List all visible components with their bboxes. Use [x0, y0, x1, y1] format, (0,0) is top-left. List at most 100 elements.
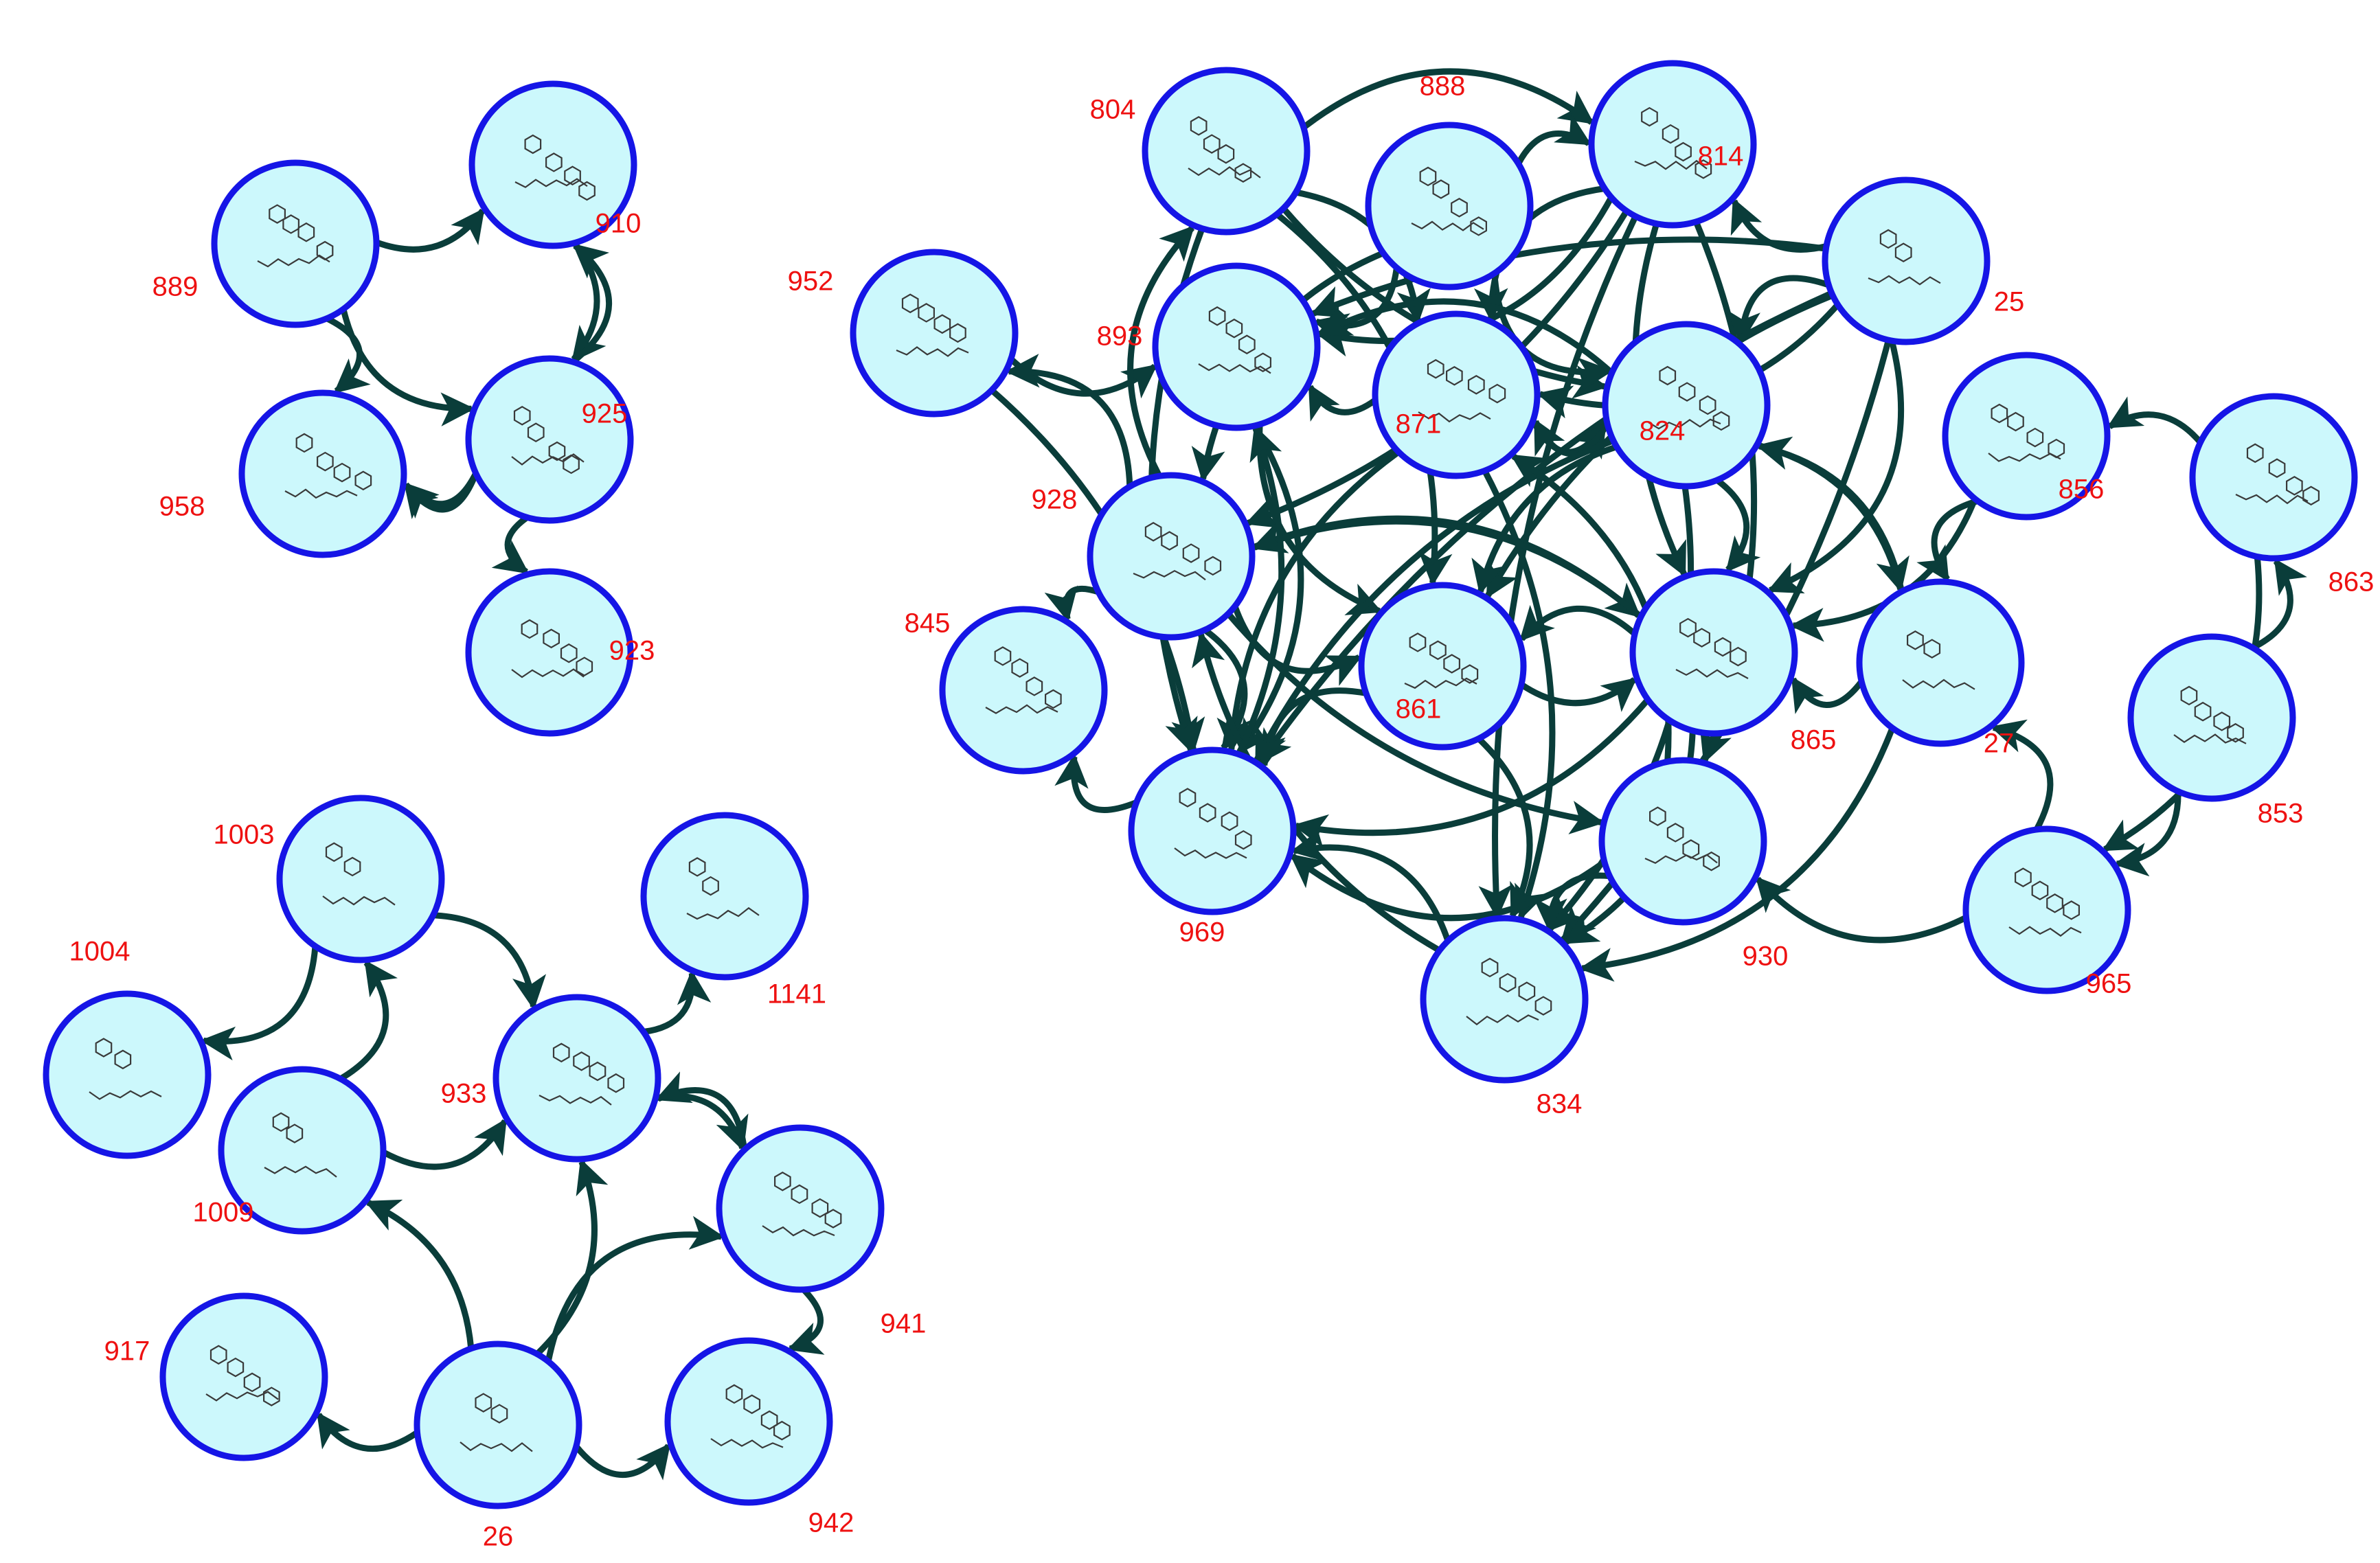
edge-941-to-942	[786, 1287, 825, 1355]
node-label: 958	[159, 492, 205, 522]
node-889[interactable]: 889	[152, 159, 380, 328]
node-circle	[2127, 633, 2296, 802]
molecule-structure-icon	[1902, 630, 1975, 690]
node-824[interactable]: 824	[1602, 321, 1771, 490]
node-1141[interactable]: 1141	[640, 812, 826, 1009]
node-965[interactable]: 965	[1962, 825, 2131, 999]
molecule-structure-icon	[1411, 166, 1487, 236]
edge-933-to-1141	[643, 970, 712, 1035]
node-853[interactable]: 853	[2127, 633, 2304, 829]
node-1003[interactable]: 1003	[214, 795, 445, 963]
node-circle	[1856, 578, 2025, 747]
edge-925-to-923	[491, 514, 530, 575]
node-958[interactable]: 958	[159, 389, 407, 558]
edge-26-to-1009	[364, 1199, 475, 1349]
node-814[interactable]: 814	[1588, 60, 1757, 229]
edge-969-to-845	[1054, 753, 1138, 813]
molecule-structure-icon	[1675, 617, 1749, 679]
edge-861-to-969	[1251, 687, 1367, 769]
node-circle	[468, 80, 637, 249]
node-845[interactable]: 845	[905, 606, 1108, 775]
molecule-structure-icon	[1198, 306, 1271, 374]
node-circle	[939, 606, 1108, 775]
node-label: 1004	[69, 937, 131, 967]
node-942[interactable]: 942	[664, 1337, 854, 1538]
node-928[interactable]: 928	[1032, 472, 1256, 641]
molecule-structure-icon	[511, 619, 593, 678]
node-circle	[238, 389, 407, 558]
node-952[interactable]: 952	[788, 249, 1019, 418]
node-930[interactable]: 930	[1598, 757, 1788, 972]
node-circle	[159, 1292, 328, 1461]
node-label: 863	[2328, 567, 2375, 597]
edge-834-to-969	[1290, 828, 1451, 942]
node-893[interactable]: 893	[1097, 262, 1321, 431]
node-label: 941	[881, 1309, 927, 1339]
node-861[interactable]: 861	[1358, 582, 1527, 751]
node-label: 923	[609, 636, 655, 666]
node-26[interactable]: 26	[413, 1340, 582, 1552]
molecule-structure-icon	[284, 433, 372, 499]
node-888[interactable]: 888	[1365, 71, 1534, 290]
edge-853-to-965	[2113, 791, 2181, 877]
node-933[interactable]: 933	[441, 994, 661, 1163]
edge-804-to-814	[1302, 68, 1595, 130]
edge-863-to-856	[2106, 396, 2203, 445]
edge-871-to-893	[1307, 383, 1377, 422]
node-941[interactable]: 941	[716, 1124, 927, 1339]
node-1009[interactable]: 1009	[193, 1066, 387, 1235]
edge-925-to-910	[571, 243, 613, 365]
molecule-structure-icon	[1188, 116, 1261, 183]
node-804[interactable]: 804	[1090, 67, 1311, 236]
molecule-structure-icon	[710, 1384, 791, 1449]
molecule-structure-icon	[1988, 403, 2065, 462]
edge-824-to-893	[1316, 298, 1614, 376]
molecule-structure-icon	[1648, 365, 1730, 431]
node-925[interactable]: 925	[465, 355, 634, 524]
node-label: 804	[1090, 95, 1136, 125]
edge-865-to-861	[1519, 604, 1637, 642]
edge-27-to-865	[1790, 676, 1864, 714]
node-910[interactable]: 910	[468, 80, 641, 249]
node-label: 853	[2258, 799, 2304, 829]
node-label: 1009	[193, 1198, 254, 1228]
edge-893-to-969	[1236, 424, 1304, 755]
molecule-structure-icon	[2235, 443, 2320, 506]
molecule-structure-icon	[257, 204, 334, 268]
node-circle	[218, 1066, 387, 1235]
edge-26-to-933	[534, 1159, 609, 1356]
edge-888-to-814	[1515, 113, 1592, 166]
node-917[interactable]: 917	[104, 1292, 328, 1461]
edge-1009-to-1003	[339, 959, 398, 1082]
edge-1003-to-933	[433, 912, 547, 1010]
molecule-structure-icon	[511, 406, 585, 475]
node-circle	[716, 1124, 885, 1293]
node-circle	[1598, 757, 1767, 926]
node-circle	[1822, 176, 1991, 345]
node-circle	[1128, 746, 1297, 915]
node-834[interactable]: 834	[1420, 915, 1589, 1119]
node-969[interactable]: 969	[1128, 746, 1297, 948]
edge-871-to-834	[1482, 469, 1556, 921]
molecule-structure-icon	[896, 293, 969, 357]
node-27[interactable]: 27	[1856, 578, 2025, 759]
edge-824-to-865	[1715, 477, 1761, 573]
node-1004[interactable]: 1004	[43, 937, 212, 1159]
nodes-layer: 889 910 925 958 923 1003 1141 1004 1009 933 941 917…	[43, 60, 2375, 1552]
node-circle	[1142, 67, 1311, 236]
node-865[interactable]: 865	[1629, 568, 1837, 755]
molecule-structure-icon	[1174, 788, 1252, 859]
molecule-structure-icon	[322, 842, 396, 906]
node-label: 893	[1097, 321, 1143, 352]
node-circle	[640, 812, 809, 981]
node-871[interactable]: 871	[1372, 310, 1541, 479]
node-circle	[1365, 122, 1534, 290]
node-25[interactable]: 25	[1822, 176, 2024, 345]
node-circle	[1962, 825, 2131, 994]
edge-25-to-865	[1767, 340, 1905, 594]
node-856[interactable]: 856	[1942, 352, 2111, 521]
node-circle	[1942, 352, 2111, 521]
node-863[interactable]: 863	[2189, 393, 2375, 597]
node-label: 865	[1791, 725, 1837, 755]
node-923[interactable]: 923	[465, 568, 655, 737]
